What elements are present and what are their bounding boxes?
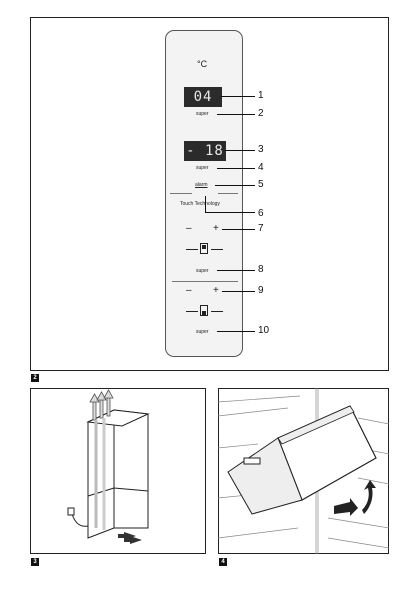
interior-wall-line-6 <box>327 517 390 529</box>
callout-6: 6 <box>258 208 264 219</box>
figure-2-number: 2 <box>31 374 39 382</box>
leader-6 <box>205 212 255 213</box>
freezer-super-label: super <box>196 165 209 171</box>
power-plug-icon <box>67 507 75 516</box>
freezer-icon-line-left <box>186 311 198 312</box>
leader-5 <box>215 185 255 186</box>
callout-5: 5 <box>258 179 264 190</box>
appliance-front <box>87 409 115 539</box>
interior-wall-line-3 <box>357 417 390 425</box>
unit-symbol: °C <box>197 59 208 69</box>
drawer-removal-illustration <box>217 388 390 554</box>
callout-10: 10 <box>258 325 270 336</box>
fridge-super-label: super <box>196 111 209 117</box>
freezer-icon-fill <box>202 311 206 315</box>
appliance-side <box>113 409 149 529</box>
callout-7: 7 <box>258 223 264 234</box>
fridge-plus-button[interactable]: + <box>213 223 219 234</box>
interior-shelf-5 <box>217 527 299 539</box>
alarm-button-label[interactable]: alarm <box>195 182 208 188</box>
panel-divider-1 <box>170 193 192 194</box>
leader-6-vertical <box>205 196 206 212</box>
touch-technology-label: Touch Technology <box>180 201 220 207</box>
super-bottom-label: super <box>196 329 209 335</box>
leader-1 <box>221 96 255 97</box>
fridge-minus-button[interactable]: – <box>186 223 192 234</box>
airflow-up-shaft-2 <box>99 399 104 419</box>
airflow-up-arrows <box>89 389 114 421</box>
leader-7 <box>222 229 255 230</box>
callout-1: 1 <box>258 90 264 101</box>
fridge-icon-line-left <box>186 249 198 250</box>
leader-4 <box>217 168 255 169</box>
freezer-plus-button[interactable]: + <box>213 285 219 296</box>
lift-arrow <box>362 480 376 514</box>
leader-9 <box>222 291 255 292</box>
callout-4: 4 <box>258 162 264 173</box>
panel-divider-2 <box>218 193 238 194</box>
fridge-temperature-display: 04 <box>184 87 222 107</box>
drawer-body <box>227 437 303 515</box>
leader-2 <box>217 114 255 115</box>
figure-4-number: 4 <box>219 558 227 566</box>
door-split-line-front <box>87 487 115 497</box>
fridge-compartment-icon <box>200 243 208 254</box>
interior-shelf-2 <box>217 407 289 417</box>
leader-8 <box>217 270 255 271</box>
interior-shelf-3 <box>217 443 259 449</box>
fridge-icon-fill <box>202 245 206 249</box>
drawer-handle-icon <box>243 457 261 465</box>
fridge-icon-line-right <box>211 249 223 250</box>
leader-3 <box>225 150 255 151</box>
figure-3-number: 3 <box>31 558 39 566</box>
drawer-top-edge <box>277 405 355 445</box>
interior-wall-line-5 <box>357 477 390 485</box>
freezer-temperature-display: - 18 <box>184 141 226 161</box>
freezer-compartment-icon <box>200 305 208 316</box>
leader-10 <box>217 331 255 332</box>
power-cord <box>71 513 89 527</box>
freezer-icon-line-right <box>211 311 223 312</box>
airflow-up-head-1 <box>89 393 100 403</box>
interior-shelf-1 <box>217 395 301 403</box>
airflow-in-arrow-1 <box>118 532 136 540</box>
ventilation-illustration <box>67 389 150 544</box>
callout-8: 8 <box>258 264 264 275</box>
pull-out-arrow <box>334 498 358 516</box>
freezer-minus-button[interactable]: – <box>186 285 192 296</box>
airflow-in-arrow-2 <box>124 536 142 544</box>
callout-2: 2 <box>258 108 264 119</box>
callout-9: 9 <box>258 285 264 296</box>
door-split-line <box>113 487 149 492</box>
airflow-up-head-2 <box>96 391 107 401</box>
removal-arrows <box>334 480 376 516</box>
airflow-up-shaft-3 <box>106 397 111 417</box>
airflow-in-arrows <box>118 532 142 544</box>
panel-divider-3 <box>172 281 238 282</box>
callout-3: 3 <box>258 144 264 155</box>
interior-wall-line-7 <box>327 537 390 549</box>
control-panel: °C 04 super - 18 super alarm Touch Techn… <box>165 30 243 357</box>
airflow-up-shaft-1 <box>92 401 97 421</box>
super-button-label: super <box>196 268 209 274</box>
airflow-up-head-3 <box>103 389 114 399</box>
